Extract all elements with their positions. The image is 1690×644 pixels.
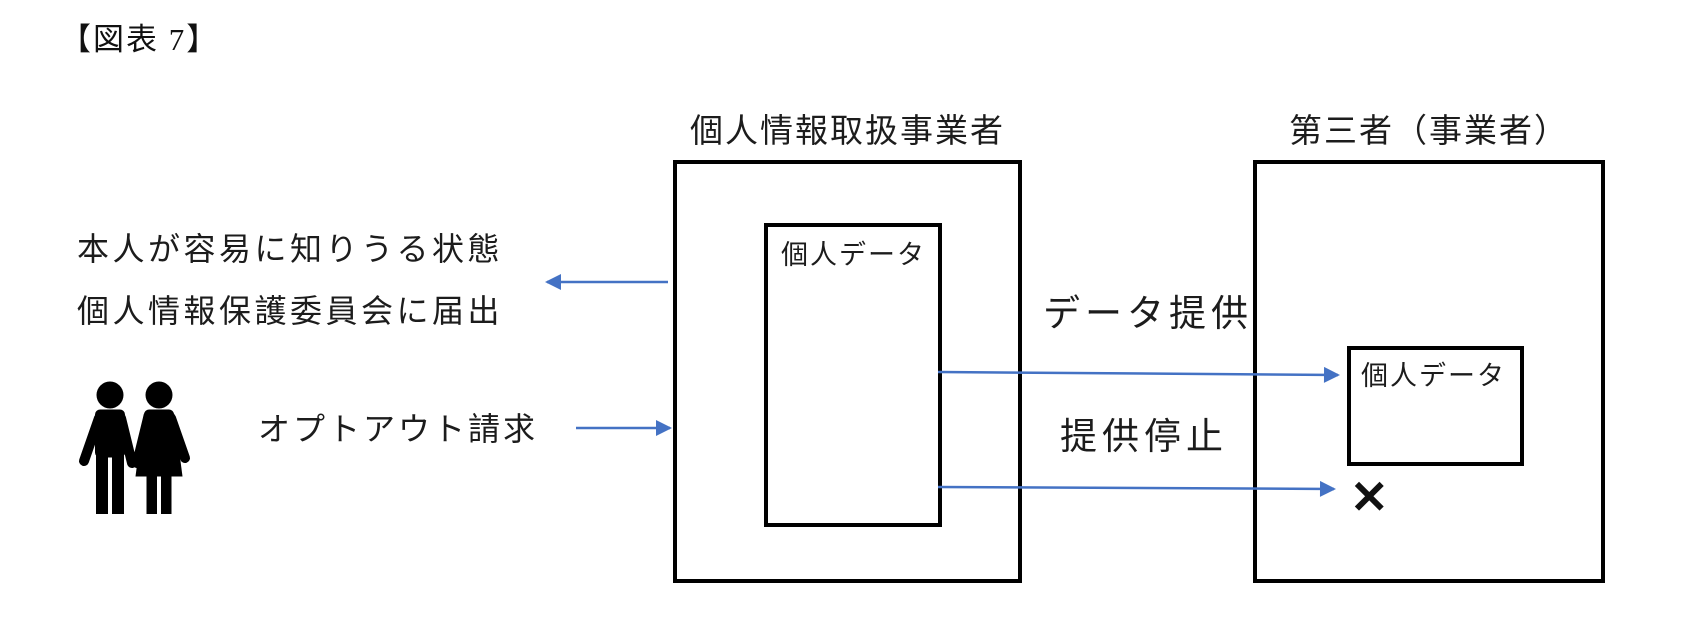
man-left-arm bbox=[79, 413, 104, 466]
man-head bbox=[96, 381, 124, 409]
woman-head bbox=[145, 381, 173, 409]
man-right-arm bbox=[116, 413, 137, 468]
stop-provide-label: 提供停止 bbox=[1060, 416, 1228, 457]
figure-label: 【図表 7】 bbox=[60, 22, 220, 57]
notify-line-2: 個人情報保護委員会に届出 bbox=[77, 293, 504, 329]
provide-data-label: データ提供 bbox=[1043, 293, 1253, 334]
woman-left-arm bbox=[132, 413, 153, 468]
notify-line-1: 本人が容易に知りうる状態 bbox=[77, 231, 504, 267]
man-and-woman-icon bbox=[79, 381, 190, 514]
woman-right-arm bbox=[166, 413, 190, 463]
man-left-leg bbox=[96, 453, 108, 514]
stop-x-mark: ✕ bbox=[1350, 471, 1389, 523]
woman-right-leg bbox=[161, 474, 172, 514]
center-entity-title: 個人情報取扱事業者 bbox=[690, 112, 1005, 149]
third-party-personal-data-label: 個人データ bbox=[1361, 361, 1506, 391]
man-right-leg bbox=[112, 453, 124, 514]
center-personal-data-label: 個人データ bbox=[781, 240, 926, 270]
right-entity-title: 第三者（事業者） bbox=[1289, 112, 1569, 149]
third-party-box: 個人データ ✕ bbox=[1253, 160, 1605, 583]
optout-request-label: オプトアウト請求 bbox=[258, 411, 539, 447]
notify-text: 本人が容易に知りうる状態 個人情報保護委員会に届出 bbox=[77, 218, 503, 342]
center-entity-box: 個人データ bbox=[673, 160, 1022, 583]
third-party-personal-data-box: 個人データ bbox=[1347, 346, 1524, 466]
center-personal-data-box: 個人データ bbox=[764, 223, 942, 527]
woman-left-leg bbox=[146, 474, 157, 514]
